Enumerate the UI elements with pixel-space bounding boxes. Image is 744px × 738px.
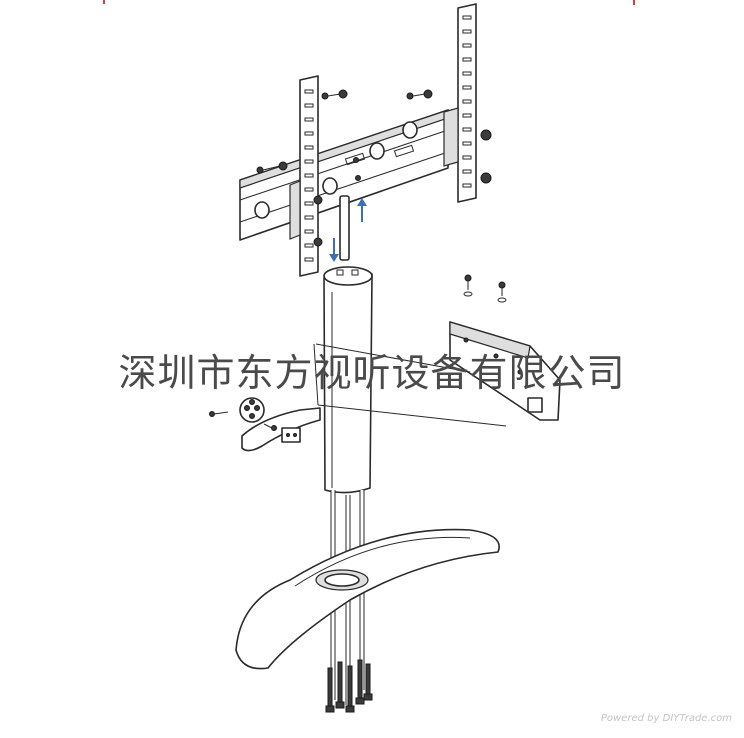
right-vertical-arm [443,3,477,203]
connecting-pin [329,195,367,262]
shelf-bracket [449,274,561,421]
left-vertical-arm [289,75,319,277]
cable-clip [209,397,321,452]
curved-base [235,528,500,670]
main-column [323,266,373,494]
guide-lines [313,343,507,427]
watermark: Powered by DIYTrade.com [600,713,732,724]
bracket-screws [256,89,492,247]
base-bolts [325,659,373,713]
